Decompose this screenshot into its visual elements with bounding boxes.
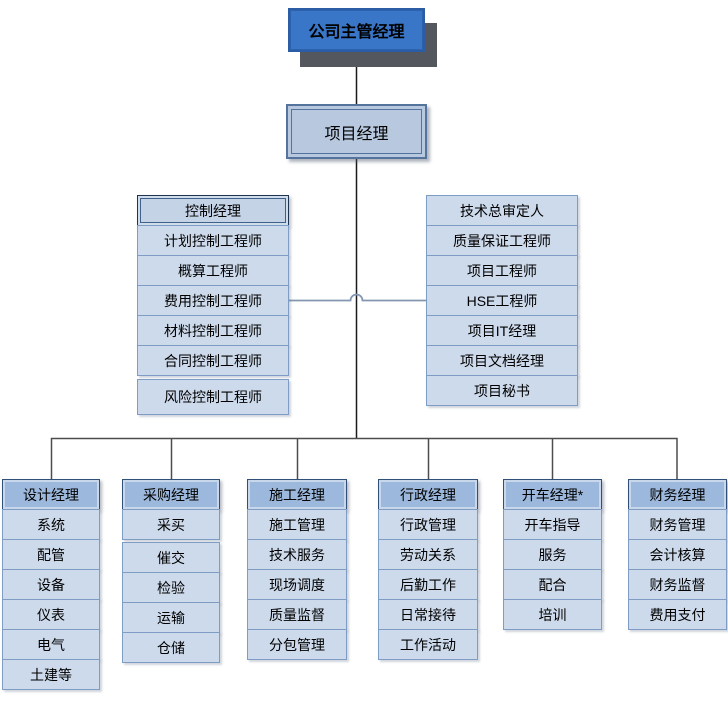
org-node: 计划控制工程师 [137, 225, 289, 256]
node-admin-manager: 行政经理 [378, 479, 478, 510]
node-project-manager: 项目经理 [286, 104, 427, 159]
org-node: 现场调度 [247, 569, 347, 600]
column-admin-manager: 行政经理 行政管理 劳动关系 后勤工作 日常接待 工作活动 [378, 479, 478, 660]
node-finance-manager: 财务经理 [628, 479, 727, 510]
org-node: 运输 [122, 602, 220, 633]
org-node: 电气 [2, 629, 100, 660]
org-node: 项目IT经理 [426, 315, 578, 346]
org-node: 费用支付 [628, 599, 727, 630]
column-control-manager: 控制经理 计划控制工程师 概算工程师 费用控制工程师 材料控制工程师 合同控制工… [137, 195, 289, 415]
org-node: 费用控制工程师 [137, 285, 289, 316]
org-node: 合同控制工程师 [137, 345, 289, 376]
org-node: 项目文档经理 [426, 345, 578, 376]
org-node: 培训 [503, 599, 602, 630]
column-procurement-manager: 采购经理 采买 催交 检验 运输 仓储 [122, 479, 220, 663]
org-node: 采买 [122, 509, 220, 540]
org-node: 质量监督 [247, 599, 347, 630]
org-node: 日常接待 [378, 599, 478, 630]
org-node: HSE工程师 [426, 285, 578, 316]
node-company-executive-manager: 公司主管经理 [288, 8, 425, 52]
org-node: 设备 [2, 569, 100, 600]
column-design-manager: 设计经理 系统 配管 设备 仪表 电气 土建等 [2, 479, 100, 690]
org-node: 质量保证工程师 [426, 225, 578, 256]
org-node: 土建等 [2, 659, 100, 690]
org-node: 概算工程师 [137, 255, 289, 286]
node-technical-approver: 技术总审定人 [426, 195, 578, 226]
node-construction-manager: 施工经理 [247, 479, 347, 510]
org-node: 财务监督 [628, 569, 727, 600]
org-node: 分包管理 [247, 629, 347, 660]
org-node: 技术服务 [247, 539, 347, 570]
org-node: 检验 [122, 572, 220, 603]
org-node: 后勤工作 [378, 569, 478, 600]
org-node: 配合 [503, 569, 602, 600]
org-node: 仪表 [2, 599, 100, 630]
column-construction-manager: 施工经理 施工管理 技术服务 现场调度 质量监督 分包管理 [247, 479, 347, 660]
column-technical-approver: 技术总审定人 质量保证工程师 项目工程师 HSE工程师 项目IT经理 项目文档经… [426, 195, 578, 406]
org-node: 施工管理 [247, 509, 347, 540]
org-node: 配管 [2, 539, 100, 570]
org-node: 项目秘书 [426, 375, 578, 406]
node-commissioning-manager: 开车经理* [503, 479, 602, 510]
org-node: 开车指导 [503, 509, 602, 540]
node-procurement-manager: 采购经理 [122, 479, 220, 510]
org-node: 风险控制工程师 [137, 379, 289, 415]
node-control-manager: 控制经理 [137, 195, 289, 226]
org-node: 项目工程师 [426, 255, 578, 286]
column-finance-manager: 财务经理 财务管理 会计核算 财务监督 费用支付 [628, 479, 727, 630]
node-design-manager: 设计经理 [2, 479, 100, 510]
org-node: 劳动关系 [378, 539, 478, 570]
column-commissioning-manager: 开车经理* 开车指导 服务 配合 培训 [503, 479, 602, 630]
org-node: 材料控制工程师 [137, 315, 289, 346]
org-node: 工作活动 [378, 629, 478, 660]
org-node: 系统 [2, 509, 100, 540]
org-node: 催交 [122, 542, 220, 573]
org-node: 会计核算 [628, 539, 727, 570]
org-node: 财务管理 [628, 509, 727, 540]
org-node: 行政管理 [378, 509, 478, 540]
org-node: 服务 [503, 539, 602, 570]
org-node: 仓储 [122, 632, 220, 663]
